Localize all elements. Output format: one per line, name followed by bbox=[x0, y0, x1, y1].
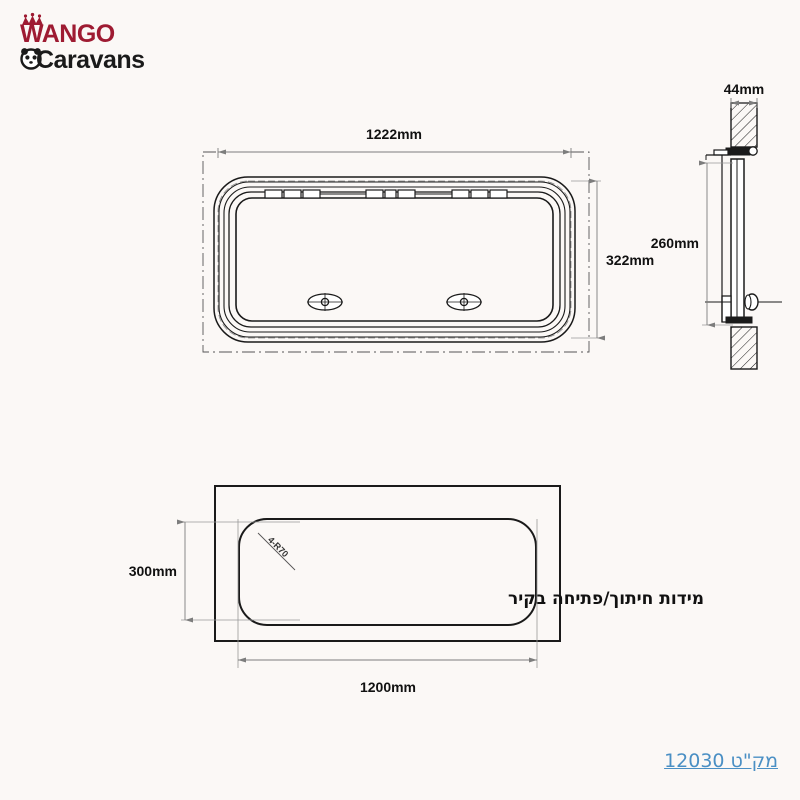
crown-icon bbox=[22, 12, 43, 25]
cutout-height-dimension: 300mm bbox=[129, 519, 300, 623]
front-width-dimension: 1222mm bbox=[217, 126, 572, 158]
hinge-group-left bbox=[264, 189, 321, 199]
front-height-dimension: 322mm bbox=[571, 178, 654, 341]
side-latch-assembly[interactable] bbox=[705, 293, 782, 324]
wall-block-top bbox=[730, 102, 758, 148]
hatch-frame-outer bbox=[213, 176, 576, 343]
front-view-flange-guide bbox=[217, 180, 572, 339]
side-height-label: 260mm bbox=[651, 235, 699, 251]
cutout-opening bbox=[238, 518, 537, 626]
front-height-label: 322mm bbox=[606, 252, 654, 268]
hatch-frame-line2 bbox=[218, 181, 571, 338]
cutout-height-label: 300mm bbox=[129, 563, 177, 579]
logo-caravans-text: Caravans bbox=[36, 46, 145, 74]
side-hinge-assembly bbox=[706, 146, 758, 156]
side-section-view: 44mm 260mm bbox=[651, 81, 782, 370]
hinge-group-center bbox=[365, 189, 416, 199]
front-elevation-view: 1222mm 322mm bbox=[202, 126, 654, 353]
cutout-outer-rect bbox=[214, 485, 561, 642]
wango-caravans-logo[interactable]: WANGO Caravans bbox=[14, 12, 194, 74]
side-thickness-label: 44mm bbox=[724, 81, 764, 97]
wall-block-bottom bbox=[730, 326, 758, 370]
part-number-link[interactable]: מק"ט 12030 bbox=[664, 750, 778, 772]
wall-cutout-view: 4-R70 מידות חיתוך/פתיחה בקיר 300mm 1200m… bbox=[129, 485, 704, 695]
cutout-width-label: 1200mm bbox=[360, 679, 416, 695]
side-height-dimension: 260mm bbox=[651, 160, 733, 328]
side-thickness-dimension: 44mm bbox=[724, 81, 764, 108]
latch-left[interactable] bbox=[307, 293, 343, 311]
corner-radius-callout: 4-R70 bbox=[257, 532, 296, 571]
hatch-frame-line4 bbox=[228, 191, 561, 328]
panda-face-icon bbox=[20, 48, 42, 70]
hatch-frame-line3 bbox=[223, 186, 566, 333]
cutout-caption: מידות חיתוך/פתיחה בקיר bbox=[508, 589, 704, 609]
cutout-width-dimension: 1200mm bbox=[237, 519, 538, 695]
hatch-door-panel bbox=[235, 197, 554, 322]
front-width-label: 1222mm bbox=[366, 126, 422, 142]
hinge-group-right bbox=[451, 189, 508, 199]
latch-right[interactable] bbox=[446, 293, 482, 311]
logo-wango-text: WANGO bbox=[20, 20, 115, 48]
corner-radius-label: 4-R70 bbox=[266, 535, 290, 559]
